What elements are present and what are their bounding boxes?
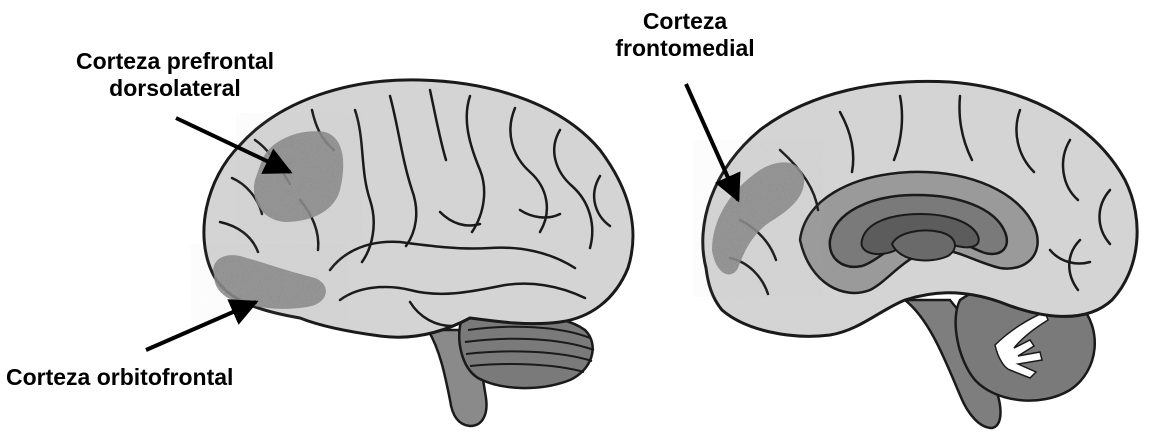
arrow-orbitofrontal <box>146 302 256 350</box>
label-dorsolateral-line1: Corteza prefrontal <box>20 48 330 75</box>
label-dorsolateral-prefrontal: Corteza prefrontal dorsolateral <box>20 48 330 102</box>
label-dorsolateral-line2: dorsolateral <box>20 75 330 102</box>
label-orbitofrontal: Corteza orbitofrontal <box>6 364 306 391</box>
label-frontomedial: Corteza frontomedial <box>585 8 785 62</box>
label-frontomedial-line2: frontomedial <box>585 35 785 62</box>
arrow-frontomedial <box>686 84 738 200</box>
medial-brain <box>703 81 1137 428</box>
label-frontomedial-line1: Corteza <box>585 8 785 35</box>
